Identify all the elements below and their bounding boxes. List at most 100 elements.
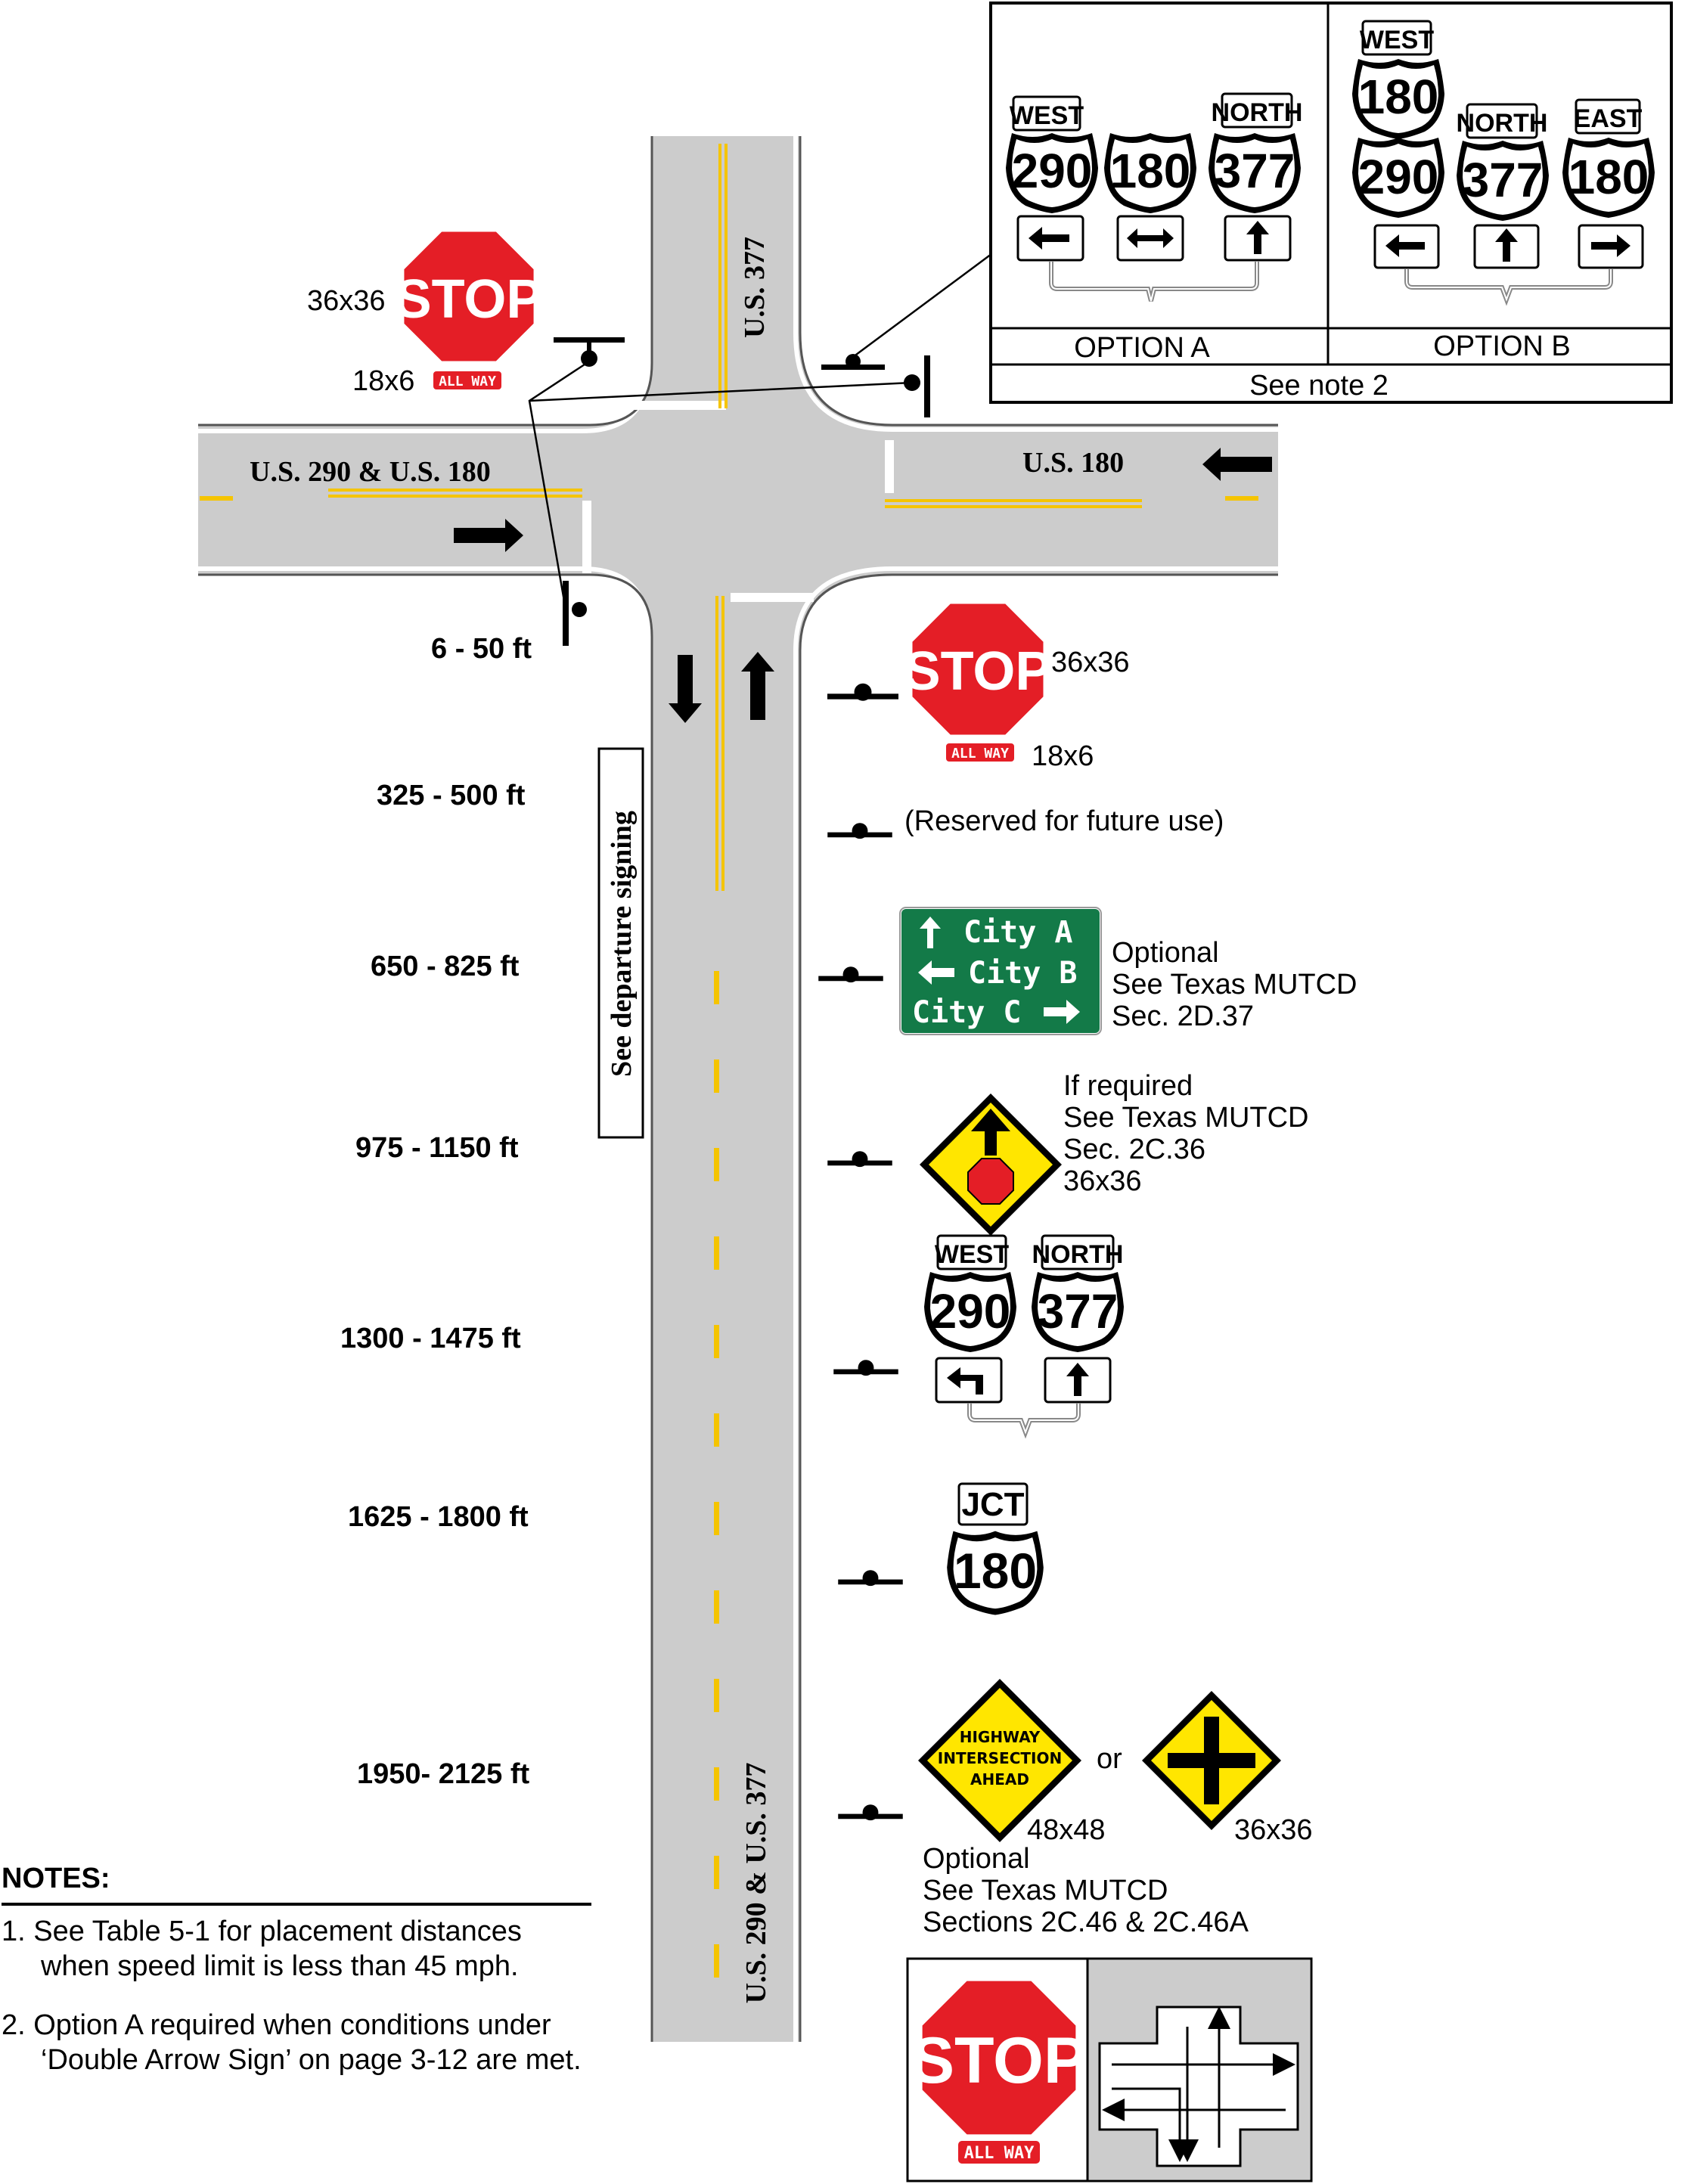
all-way-plaque-text: ALL WAY	[439, 374, 496, 389]
option-b-shield-180-top: 180	[1358, 70, 1439, 124]
warning-text-line-1: HIGHWAY	[960, 1728, 1041, 1746]
center-dash	[714, 1502, 719, 1535]
see-note-2-label: See note 2	[1249, 370, 1388, 402]
crossroad-symbol-icon	[1168, 1717, 1255, 1804]
advance-route-assembly: WEST NORTH 290 377	[924, 1234, 1124, 1439]
note-2-line-2: ‘Double Arrow Sign’ on page 3-12 are met…	[41, 2044, 582, 2076]
stop-ahead-size: 36x36	[1063, 1165, 1142, 1197]
destination-guide-sign: City A City B City C Optional See Texas …	[898, 906, 1357, 1036]
eastbound-arrow-icon	[454, 519, 523, 552]
plaque-south-size-label: 18x6	[1032, 740, 1094, 772]
southbound-arrow-icon	[669, 655, 702, 723]
westbound-arrow-icon	[1202, 448, 1272, 481]
se-corner-fillet	[800, 575, 892, 650]
stop-bar-south	[731, 593, 814, 602]
edge-line-north-east	[793, 136, 1278, 432]
distance-6: 1625 - 1800 ft	[348, 1501, 529, 1533]
jct-text: JCT	[961, 1486, 1024, 1523]
or-label: or	[1097, 1743, 1122, 1775]
distance-3: 650 - 825 ft	[371, 951, 520, 982]
note-2-line-1: 2. Option A required when conditions und…	[2, 2009, 551, 2041]
stop-ahead-arrow-icon	[971, 1109, 1010, 1156]
distance-7: 1950- 2125 ft	[357, 1758, 529, 1790]
center-dash	[714, 1148, 719, 1181]
option-b-shield-377: 377	[1463, 153, 1544, 207]
guide-left-arrow-icon	[918, 960, 954, 985]
stop-sign-northwest: STOP ALL WAY 36x36 18x6	[307, 227, 542, 397]
junction-assembly: JCT 180	[947, 1482, 1044, 1615]
legend-box: STOP ALL WAY	[906, 1957, 1313, 2182]
direction-arrows	[454, 448, 1272, 723]
legend-all-way-text: ALL WAY	[964, 2144, 1035, 2163]
guide-note-1: Optional	[1112, 937, 1219, 969]
stop-size-label: 36x36	[307, 285, 386, 317]
road-label-north: U.S. 377	[739, 237, 771, 338]
center-dash	[714, 1767, 719, 1801]
advance-shield-377: 377	[1038, 1284, 1119, 1339]
advance-shield-290: 290	[930, 1284, 1011, 1339]
center-dash	[714, 1413, 719, 1447]
departure-signing-box: See departure signing	[597, 747, 644, 1139]
sign-posts-right	[818, 683, 903, 1821]
warning-note-3: Sections 2C.46 & 2C.46A	[923, 1906, 1249, 1938]
advance-left-turn-arrow-icon	[947, 1367, 983, 1394]
center-dash	[714, 1856, 719, 1889]
center-dash	[714, 1325, 719, 1358]
stop-bar-east	[885, 440, 894, 493]
option-a-assembly: WEST NORTH 290 180 377	[1006, 92, 1303, 302]
option-a-up-arrow-icon	[1246, 221, 1269, 254]
post-southwest	[563, 581, 587, 646]
stop-sign-text: STOP	[396, 269, 543, 330]
center-dash	[714, 971, 719, 1004]
warning-note-1: Optional	[923, 1843, 1030, 1875]
notes-section: NOTES: 1. See Table 5-1 for placement di…	[2, 1863, 591, 2076]
plaque-size-label: 18x6	[352, 365, 414, 397]
post-northwest	[554, 337, 625, 367]
guide-note-3: Sec. 2D.37	[1112, 1000, 1254, 1032]
all-way-movement-symbol-icon	[1098, 2006, 1299, 2167]
intersection-ahead-signs: HIGHWAY INTERSECTION AHEAD or 48x48 36x3…	[918, 1679, 1313, 1938]
option-b-shield-180: 180	[1568, 150, 1649, 204]
warning-note-2: See Texas MUTCD	[923, 1875, 1168, 1906]
all-way-plaque-south-text: ALL WAY	[951, 746, 1009, 762]
distance-2: 325 - 500 ft	[377, 780, 526, 811]
center-dash	[714, 1590, 719, 1624]
center-dash	[714, 1679, 719, 1712]
ne-corner-fillet	[800, 333, 892, 425]
stop-sign-south: STOP ALL WAY 36x36 18x6	[904, 599, 1130, 772]
distance-labels: 6 - 50 ft 325 - 500 ft 650 - 825 ft 975 …	[340, 633, 532, 1790]
option-a-left-arrow-icon	[1029, 227, 1069, 250]
guide-up-arrow-icon	[920, 917, 941, 948]
note-1-line-1: 1. See Table 5-1 for placement distances	[2, 1916, 522, 1947]
distance-5: 1300 - 1475 ft	[340, 1323, 521, 1354]
option-a-shield-290: 290	[1012, 144, 1093, 198]
warning-text-line-3: AHEAD	[970, 1770, 1029, 1788]
warning-symbol-size: 36x36	[1234, 1814, 1313, 1846]
reserved-label: (Reserved for future use)	[904, 805, 1224, 837]
option-b-up-arrow-icon	[1495, 228, 1518, 262]
option-b-east-cardinal: EAST	[1574, 104, 1643, 133]
center-dash	[714, 1059, 719, 1093]
advance-north-cardinal: NORTH	[1032, 1240, 1124, 1269]
north-south-road	[652, 136, 800, 2042]
guide-line-1: City A	[963, 915, 1073, 950]
option-a-shield-377: 377	[1215, 144, 1295, 198]
stop-ahead-note-2: See Texas MUTCD	[1063, 1102, 1309, 1134]
option-a-north-cardinal: NORTH	[1212, 98, 1303, 127]
option-b-west-cardinal: WEST	[1360, 26, 1434, 54]
stop-bar-west	[582, 501, 591, 573]
stop-south-size-label: 36x36	[1051, 647, 1130, 678]
stop-sign-south-text: STOP	[904, 641, 1052, 702]
guide-line-3: City C	[912, 995, 1022, 1030]
option-a-shield-180: 180	[1110, 144, 1191, 198]
option-a-west-cardinal: WEST	[1010, 101, 1084, 130]
center-dash	[714, 1944, 719, 1978]
departure-signing-label: See departure signing	[606, 811, 638, 1077]
guide-right-arrow-icon	[1044, 1000, 1080, 1024]
option-b-left-arrow-icon	[1385, 234, 1425, 257]
guide-note-2: See Texas MUTCD	[1112, 969, 1357, 1000]
advance-up-arrow-icon	[1066, 1363, 1089, 1396]
jct-shield-180: 180	[954, 1543, 1037, 1599]
distance-1: 6 - 50 ft	[431, 633, 532, 665]
